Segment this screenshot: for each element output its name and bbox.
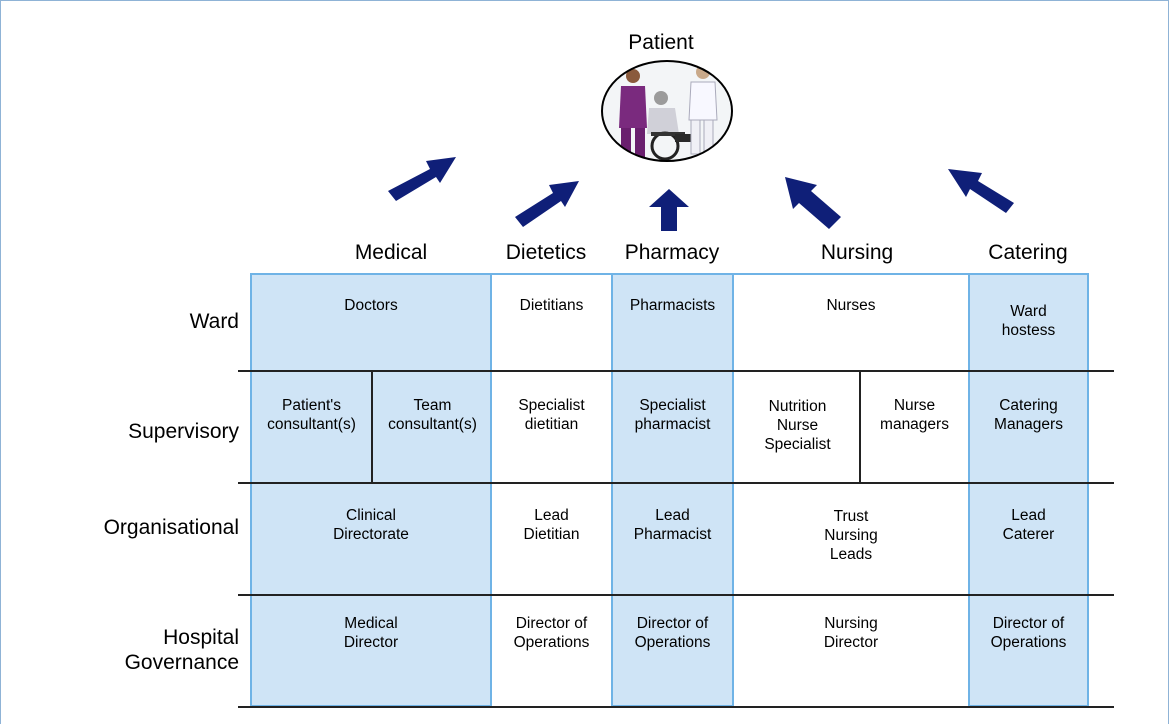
row-divider <box>238 594 1114 596</box>
arrow-catering-icon <box>948 169 1014 213</box>
diagram-title: Patient <box>628 31 694 54</box>
cell-supervisory-dietetics: Specialist dietitian <box>518 397 585 433</box>
arrow-medical-icon <box>388 157 456 201</box>
cell-organisational-dietetics: Lead Dietitian <box>523 507 580 543</box>
column-header-medical: Medical <box>354 241 428 264</box>
row-header-hospital-governance: Hospital Governance <box>124 626 239 674</box>
cell-organisational-nursing: Trust Nursing Leads <box>824 507 878 563</box>
cell-governance-nursing: Nursing Director <box>823 615 879 651</box>
cell-governance-medical: Medical Director <box>343 615 399 651</box>
row-header-organisational: Organisational <box>103 516 239 539</box>
row-divider <box>238 706 1114 708</box>
cell-divider <box>859 370 861 483</box>
cell-divider <box>371 370 373 483</box>
cell-governance-dietetics: Director of Operations <box>513 615 590 651</box>
row-divider <box>238 370 1114 372</box>
cell-ward-dietetics: Dietitians <box>519 296 584 314</box>
cell-organisational-medical: Clinical Directorate <box>333 507 409 543</box>
arrow-nursing-icon <box>785 177 841 229</box>
cell-supervisory-medical-team: Team consultant(s) <box>388 397 477 433</box>
cell-ward-medical: Doctors <box>344 296 398 314</box>
cell-organisational-pharmacy: Lead Pharmacist <box>633 507 712 543</box>
row-divider <box>238 482 1114 484</box>
cell-supervisory-nursing-nutrition: Nutrition Nurse Specialist <box>764 397 831 453</box>
row-header-supervisory: Supervisory <box>128 420 239 443</box>
arrow-pharmacy-icon <box>649 189 689 231</box>
cell-supervisory-nursing-managers: Nurse managers <box>880 397 949 433</box>
column-header-catering: Catering <box>988 241 1068 264</box>
column-header-nursing: Nursing <box>820 241 894 264</box>
catering-column-highlight <box>968 273 1089 707</box>
medical-column-highlight <box>250 273 492 707</box>
cell-governance-pharmacy: Director of Operations <box>634 615 711 651</box>
column-header-pharmacy: Pharmacy <box>624 241 720 264</box>
arrow-dietetics-icon <box>515 181 579 227</box>
cell-organisational-catering: Lead Caterer <box>1002 507 1055 543</box>
cell-supervisory-medical-patient: Patient's consultant(s) <box>267 397 356 433</box>
cell-ward-nursing: Nurses <box>826 296 876 314</box>
dietetics-column <box>492 273 611 707</box>
cell-ward-catering: Ward hostess <box>1001 303 1056 339</box>
cell-ward-pharmacy: Pharmacists <box>629 296 716 314</box>
row-header-ward: Ward <box>189 310 239 333</box>
pharmacy-column-highlight <box>611 273 734 707</box>
patient-illustration <box>601 60 733 162</box>
cell-governance-catering: Director of Operations <box>990 615 1067 651</box>
cell-supervisory-catering: Catering Managers <box>994 397 1063 433</box>
cell-supervisory-pharmacy: Specialist pharmacist <box>634 397 711 433</box>
column-header-dietetics: Dietetics <box>505 241 587 264</box>
nursing-column <box>734 273 968 707</box>
